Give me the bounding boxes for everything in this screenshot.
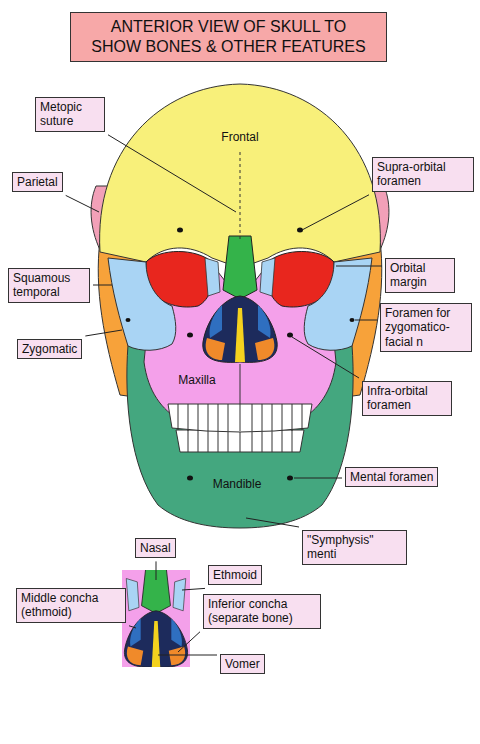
leader-line	[85, 330, 122, 336]
label-box: Orbital margin	[385, 258, 455, 293]
label-box: Parietal	[12, 172, 63, 192]
bone-name: Frontal	[221, 130, 258, 144]
leader-line	[302, 195, 369, 230]
label-text: Ethmoid	[213, 568, 257, 582]
zygomatic-bone	[304, 258, 372, 350]
label-text: Orbital margin	[390, 261, 450, 290]
foramen-dot	[287, 333, 293, 338]
label-text: Foramen for zygomatico-facial n	[385, 306, 467, 349]
nasal-region	[203, 236, 277, 362]
leader-line	[66, 195, 99, 212]
leader-line	[158, 655, 217, 656]
label-box: Squamous temporal	[8, 268, 90, 303]
label-text: Vomer	[225, 657, 260, 671]
label-text: Zygomatic	[22, 342, 77, 356]
upper-teeth	[168, 404, 312, 432]
foramen-dot	[126, 318, 131, 322]
label-box: "Symphysis" menti	[302, 530, 407, 565]
label-text: "Symphysis" menti	[307, 533, 402, 562]
title-box: ANTERIOR VIEW OF SKULL TO SHOW BONES & O…	[70, 12, 387, 62]
zygomatic-bone	[108, 258, 176, 350]
maxilla-midline	[240, 364, 241, 404]
foramen-dot	[187, 476, 193, 481]
leader-line	[292, 337, 359, 378]
lower-teeth	[176, 430, 304, 452]
label-box: Infra-orbital foramen	[362, 381, 452, 416]
teeth-gaps	[188, 430, 292, 452]
label-text: Inferior concha (separate bone)	[208, 597, 316, 626]
leader-line	[178, 632, 200, 652]
label-box: Nasal	[135, 538, 176, 558]
label-text: Mental foramen	[350, 470, 433, 484]
leader-line	[182, 588, 205, 590]
bone-name: Mandible	[213, 477, 262, 491]
leader-line	[93, 285, 112, 286]
leader-line	[336, 266, 382, 267]
label-box: Foramen for zygomatico-facial n	[380, 303, 472, 352]
leader-line	[108, 135, 236, 212]
foramen-dot	[350, 318, 355, 322]
label-text: Middle concha (ethmoid)	[21, 591, 121, 620]
leader-line	[129, 626, 136, 628]
foramen-dot	[187, 333, 193, 338]
foramen-dot	[177, 228, 183, 233]
leader-line	[246, 518, 299, 527]
label-box: Supra-orbital foramen	[372, 157, 474, 192]
nasal-region	[124, 570, 187, 667]
label-text: Supra-orbital foramen	[377, 160, 469, 189]
leader-line	[156, 561, 157, 580]
bone-name: Maxilla	[178, 373, 215, 387]
label-box: Inferior concha (separate bone)	[203, 594, 321, 629]
label-text: Infra-orbital foramen	[367, 384, 447, 413]
foramen-dot	[287, 476, 293, 481]
label-text: Squamous temporal	[13, 271, 85, 300]
leader-line	[294, 478, 342, 479]
label-box: Middle concha (ethmoid)	[16, 588, 126, 623]
title-text: ANTERIOR VIEW OF SKULL TO SHOW BONES & O…	[86, 17, 371, 57]
metopic-suture-line	[240, 152, 241, 240]
label-box: Metopic suture	[35, 97, 105, 132]
teeth-gaps	[178, 404, 302, 431]
leader-line	[355, 320, 377, 321]
label-box: Zygomatic	[17, 339, 82, 359]
nasal-inset	[122, 570, 190, 667]
label-text: Parietal	[17, 175, 58, 189]
label-box: Ethmoid	[208, 565, 262, 585]
label-box: Mental foramen	[345, 467, 438, 487]
label-box: Vomer	[220, 654, 265, 674]
label-text: Nasal	[140, 541, 171, 555]
label-text: Metopic suture	[40, 100, 100, 129]
